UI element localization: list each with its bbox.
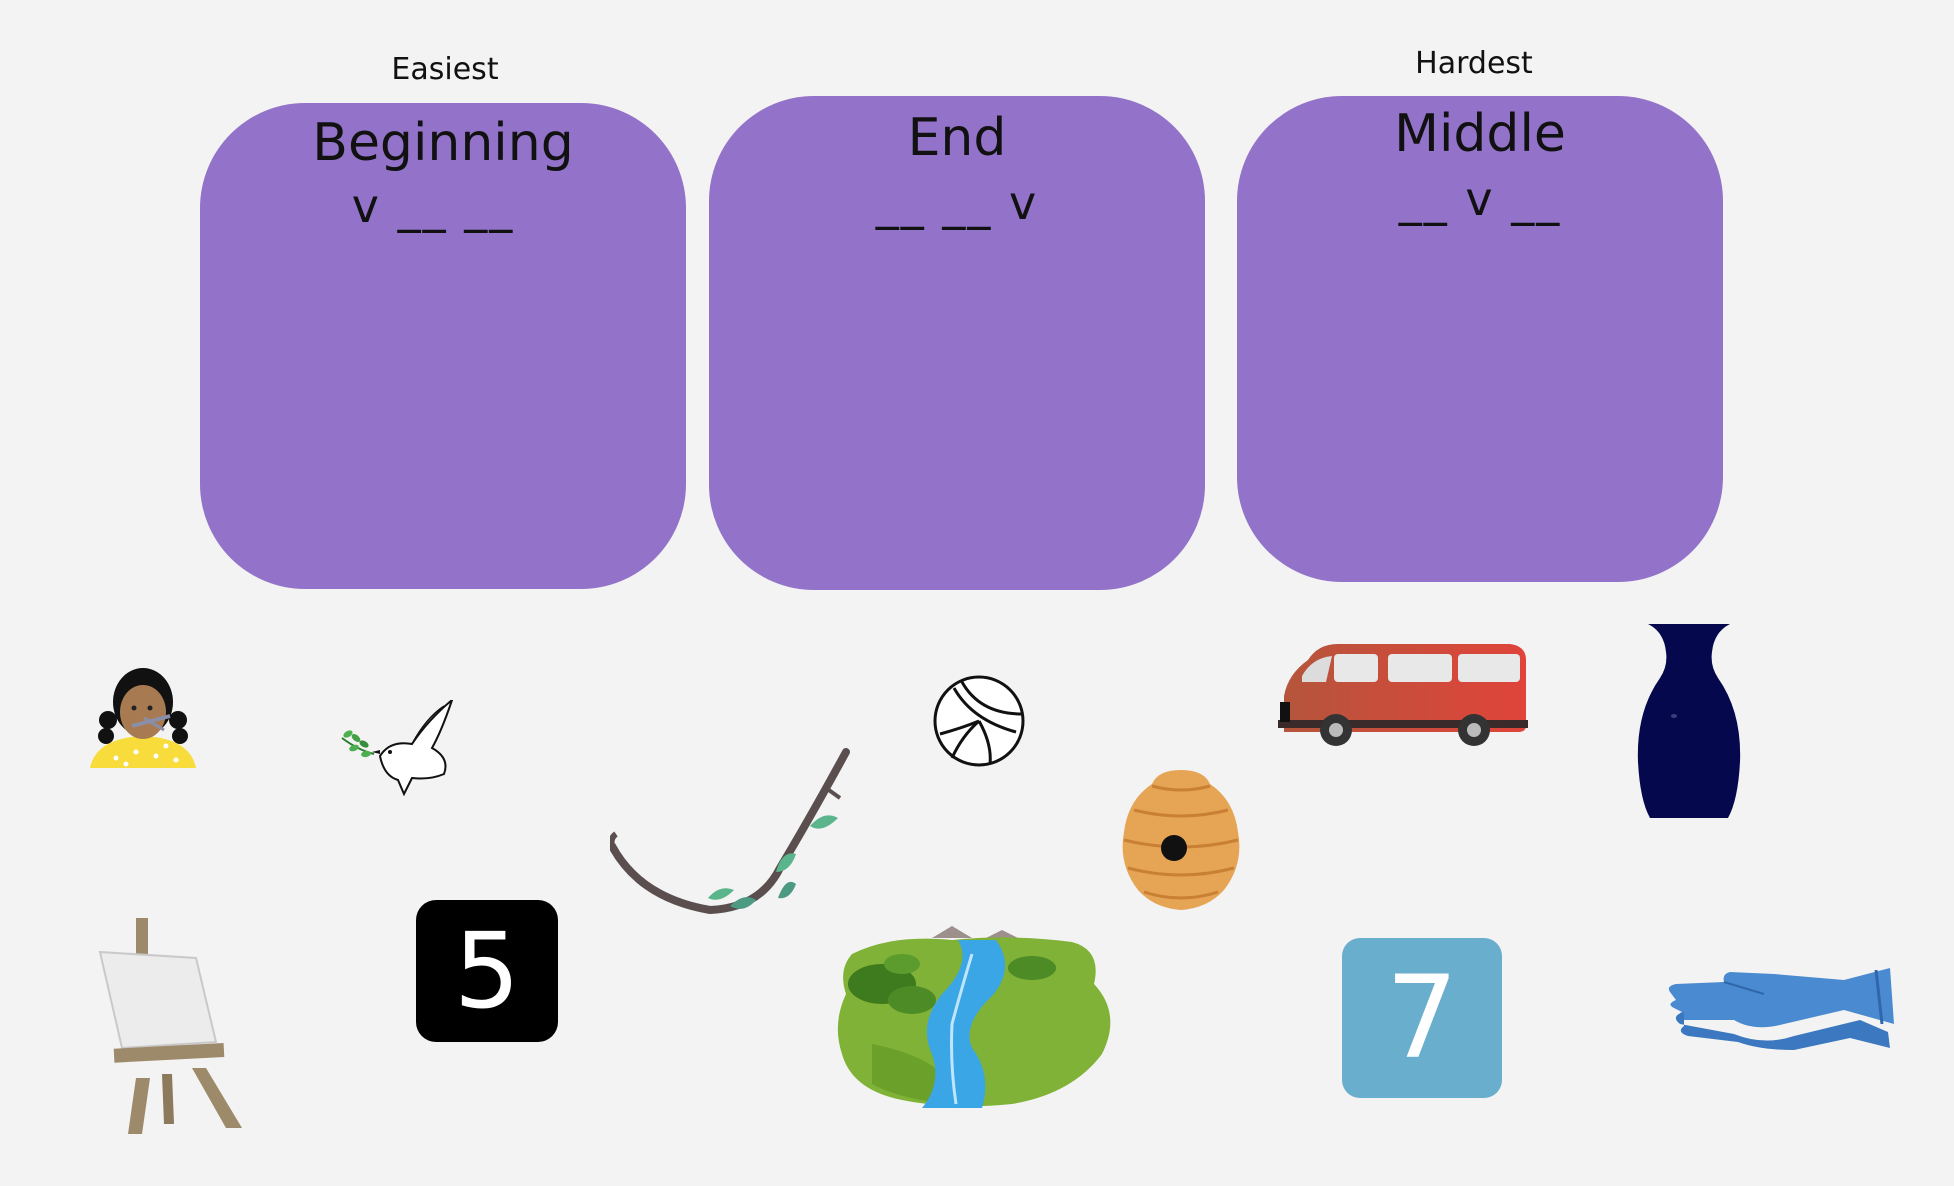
card-pattern-end: __ __ v (875, 176, 1039, 230)
card-title-middle: Middle (1394, 104, 1566, 164)
beehive-icon[interactable] (1118, 766, 1244, 912)
river-valley-icon[interactable] (832, 924, 1122, 1110)
vine-icon[interactable] (610, 748, 850, 918)
number-seven-label: 7 (1385, 951, 1459, 1084)
number-five-label: 5 (453, 910, 521, 1032)
easel-icon[interactable] (96, 918, 246, 1136)
card-pattern-middle: __ v __ (1398, 172, 1562, 226)
card-title-beginning: Beginning (312, 113, 574, 173)
number-five-icon[interactable]: 5 (416, 900, 558, 1042)
sort-box-beginning[interactable]: Beginning v __ __ (200, 103, 686, 589)
van-icon[interactable] (1278, 640, 1530, 752)
hardest-label: Hardest (1415, 46, 1533, 81)
easiest-label: Easiest (391, 52, 499, 87)
vase-icon[interactable] (1634, 622, 1744, 820)
gloves-icon[interactable] (1664, 954, 1896, 1050)
sort-box-end[interactable]: End __ __ v (709, 96, 1205, 590)
number-seven-icon[interactable]: 7 (1342, 938, 1502, 1098)
volleyball-icon[interactable] (932, 674, 1026, 768)
card-pattern-beginning: v __ __ (351, 179, 515, 233)
dove-icon[interactable] (340, 700, 456, 796)
girl-violin-icon[interactable] (86, 660, 200, 768)
sort-box-middle[interactable]: Middle __ v __ (1237, 96, 1723, 582)
card-title-end: End (907, 108, 1007, 168)
